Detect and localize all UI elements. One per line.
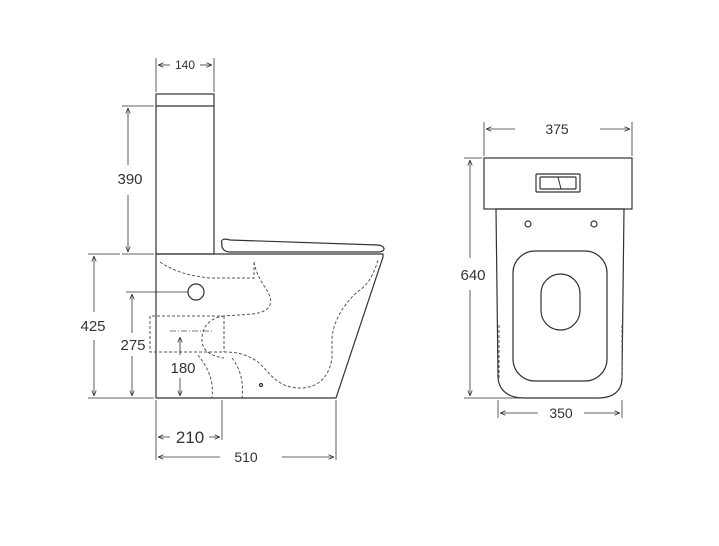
dim-510: 510 — [234, 449, 258, 465]
bowl-side-outline — [155, 253, 384, 399]
water-inlet-circle — [187, 283, 205, 301]
bowl-top-outline — [495, 208, 625, 399]
dim-640: 640 — [460, 267, 485, 284]
top-view — [483, 157, 633, 399]
side-view-dimensions — [88, 58, 337, 460]
outlet-hidden — [197, 315, 243, 399]
cistern-top — [483, 157, 633, 210]
bowl-opening — [540, 273, 581, 331]
dim-140: 140 — [175, 58, 195, 72]
seat-hinge-right — [590, 220, 598, 228]
seat-hinge-left — [524, 220, 532, 228]
cistern-side — [155, 93, 215, 255]
bowl-side-hidden — [498, 325, 623, 378]
seat-top — [512, 250, 608, 382]
dim-425: 425 — [80, 318, 105, 335]
dim-180: 180 — [170, 360, 195, 377]
top-view-labels: 375 640 350 — [460, 121, 572, 421]
dim-275: 275 — [120, 337, 145, 354]
flush-button — [535, 173, 581, 193]
dim-210: 210 — [176, 428, 204, 447]
trapway-hidden — [149, 259, 379, 389]
side-view — [149, 93, 385, 399]
dim-350: 350 — [549, 405, 573, 421]
seat-side — [220, 238, 385, 253]
drain-hole — [258, 382, 264, 388]
dim-390: 390 — [117, 171, 142, 188]
side-view-labels: 140 390 425 275 180 210 510 — [80, 58, 257, 465]
dim-375: 375 — [545, 121, 569, 137]
top-view-dimensions — [464, 122, 633, 418]
